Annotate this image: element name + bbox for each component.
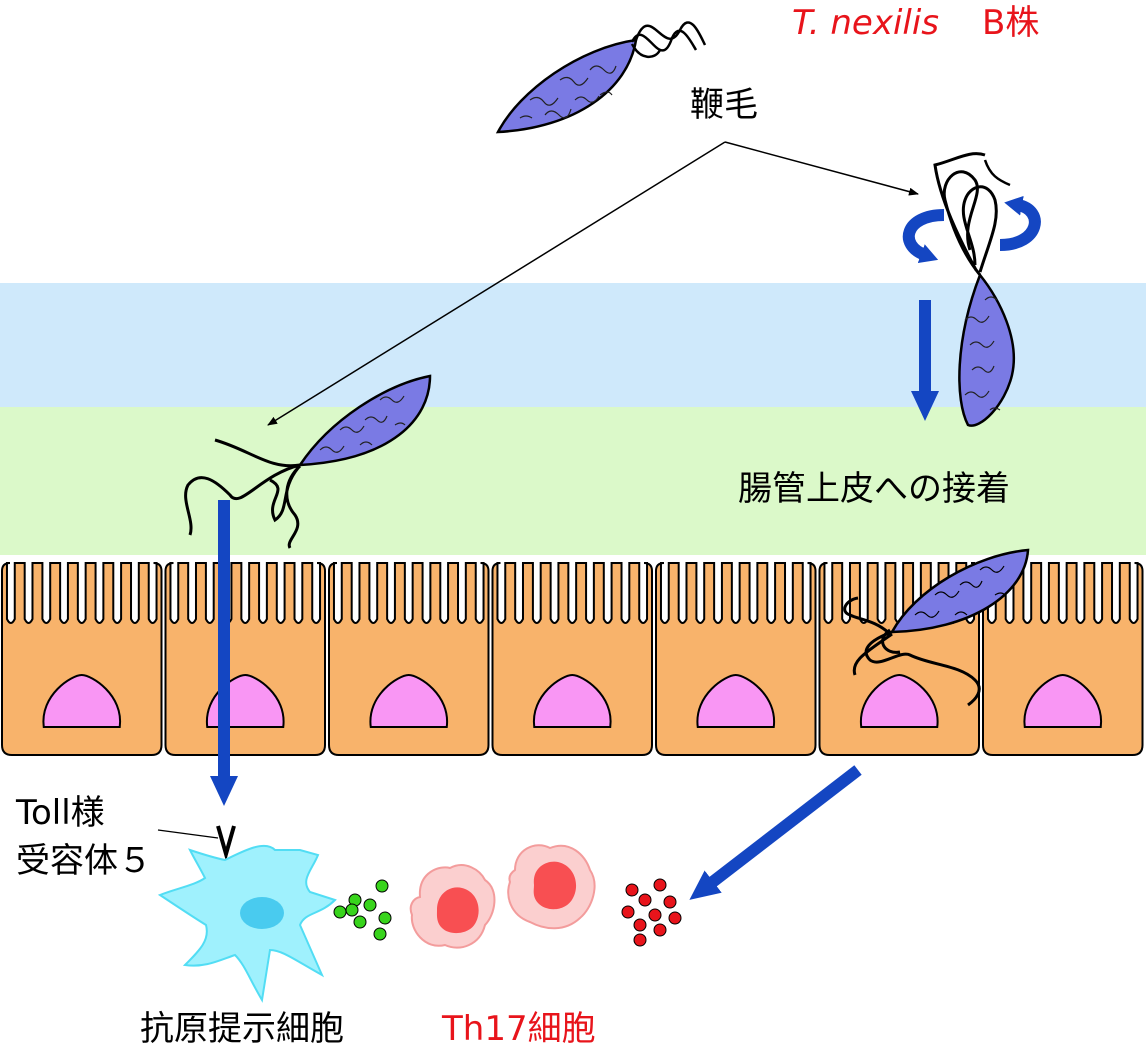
adhesion-label: 腸管上皮への接着 xyxy=(738,469,1010,509)
tlr5-leader-line xyxy=(157,829,219,839)
cytokine-dot xyxy=(638,893,652,907)
strain-label-italic: T. nexilis xyxy=(792,3,939,43)
tlr5-label-line2: 受容体５ xyxy=(16,841,152,881)
th17-cell-2 xyxy=(507,844,596,930)
parasite-mucus xyxy=(184,374,432,549)
cytokine-dot xyxy=(653,878,667,892)
cytokine-dot xyxy=(653,923,667,937)
cytokine-dot xyxy=(373,927,387,941)
strain-label-suffix: B株 xyxy=(982,3,1039,43)
parasite-rotating xyxy=(902,152,1041,427)
cell-nucleus xyxy=(696,673,775,728)
cytokine-dot xyxy=(625,883,639,897)
epithelial-cell xyxy=(655,562,817,756)
cytokine-dot xyxy=(353,915,367,929)
flagellum-pointer-right xyxy=(724,141,919,196)
epithelial-cell xyxy=(1,562,163,756)
th17-label: Th17細胞 xyxy=(441,1009,596,1049)
epithelial-cell xyxy=(328,562,490,756)
apc-label: 抗原提示細胞 xyxy=(140,1009,344,1049)
epithelial-cell xyxy=(164,562,326,756)
cytokine-dot xyxy=(633,918,647,932)
cytokine-dot xyxy=(633,933,647,947)
cytokines-red xyxy=(621,878,682,947)
cytokine-dot xyxy=(668,911,682,925)
tlr5-label-line1: Toll様 xyxy=(15,793,105,833)
cytokine-dot xyxy=(378,911,392,925)
cell-nucleus xyxy=(533,673,612,728)
antigen-presenting-cell xyxy=(157,844,337,1003)
cell-nucleus xyxy=(860,673,939,728)
parasite-attached xyxy=(843,548,1030,707)
cytokine-dot xyxy=(345,903,359,917)
cell-nucleus xyxy=(1023,673,1102,728)
flagellum-pointer-left xyxy=(267,141,726,426)
cytokine-dot xyxy=(333,905,347,919)
flagellum-label: 鞭毛 xyxy=(690,85,758,125)
parasite-top xyxy=(495,21,707,134)
th17-cell-1 xyxy=(409,864,496,949)
cytokine-dot xyxy=(375,879,389,893)
cell-nucleus xyxy=(369,673,448,728)
cytokines-green xyxy=(333,879,392,941)
lumen-band xyxy=(0,283,1146,407)
tlr5-receptor-icon xyxy=(216,825,236,862)
epithelial-cell xyxy=(491,562,653,756)
cytokine-dot xyxy=(663,895,677,909)
cytokine-dot xyxy=(621,905,635,919)
cytokine-dot xyxy=(363,898,377,912)
epithelial-cell xyxy=(982,562,1144,756)
arrow-to-cytokines xyxy=(689,765,862,900)
cytokine-dot xyxy=(648,908,662,922)
cell-nucleus xyxy=(42,673,121,728)
